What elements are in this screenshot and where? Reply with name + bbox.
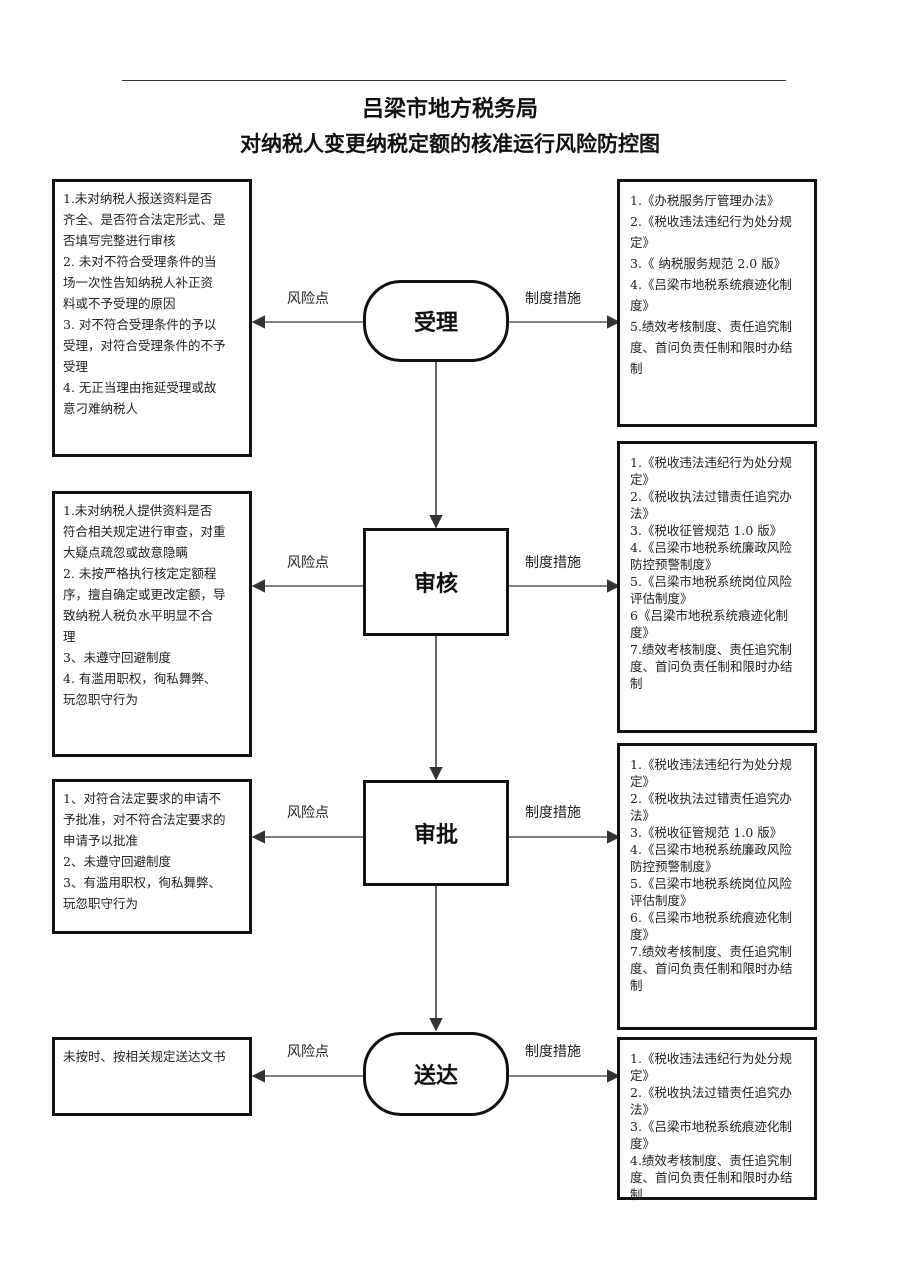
measures-box-review: 1.《税收违法违纪行为处分规 定》 2.《税收执法过错责任追究办 法》 3.《税…	[617, 441, 817, 733]
risk-label: 风险点	[287, 291, 329, 307]
measure-item: 度》	[630, 298, 656, 313]
measure-item: 法》	[630, 506, 656, 521]
page-subtitle: 对纳税人变更纳税定额的核准运行风险防控图	[240, 131, 660, 156]
risk-item: 符合相关规定进行审查，对重	[63, 524, 226, 539]
risk-box-deliver: 未按时、按相关规定送达文书	[52, 1037, 252, 1116]
measure-item: 评估制度》	[630, 893, 693, 908]
measures-box-deliver: 1.《税收违法违纪行为处分规定》 2.《税收执法过错责任追究办法》 3.《吕梁市…	[617, 1037, 817, 1202]
measure-item: 2.《税收执法过错责任追究办	[630, 489, 792, 504]
measure-item: 度》	[630, 625, 656, 640]
risk-box-review: 1.未对纳税人提供资料是否 符合相关规定进行审查，对重 大疑点疏忽或故意隐瞒 2…	[52, 491, 252, 757]
risk-item: 3、有滥用职权，徇私舞弊、	[63, 875, 221, 890]
measure-item: 定》	[630, 235, 656, 250]
step-node-review: 审核	[363, 528, 509, 636]
measure-item: 防控预警制度》	[630, 859, 718, 874]
measure-item: 2.《税收执法过错责任追究办法》	[630, 1085, 792, 1117]
measure-item: 4.《吕梁市地税系统痕迹化制	[630, 277, 792, 292]
measure-item: 制	[630, 676, 643, 691]
measure-item: 定》	[630, 472, 656, 487]
measure-item: 5.《吕梁市地税系统岗位风险	[630, 876, 792, 891]
risk-item: 否填写完整进行审核	[63, 233, 176, 248]
risk-item: 2. 未对不符合受理条件的当	[63, 254, 217, 269]
risk-item: 理	[63, 629, 76, 644]
measure-item: 定》	[630, 774, 656, 789]
measure-item: 2.《税收违法违纪行为处分规	[630, 214, 792, 229]
measure-item: 3.《吕梁市地税系统痕迹化制度》	[630, 1119, 792, 1151]
risk-item: 予批准，对不符合法定要求的	[63, 812, 226, 827]
measure-item: 法》	[630, 808, 656, 823]
top-rule	[122, 80, 786, 81]
measure-item: 防控预警制度》	[630, 557, 718, 572]
risk-item: 场一次性告知纳税人补正资	[63, 275, 214, 290]
risk-box-accept: 1.未对纳税人报送资料是否 齐全、是否符合法定形式、是 否填写完整进行审核 2.…	[52, 179, 252, 457]
risk-label: 风险点	[287, 555, 329, 571]
risk-item: 意刁难纳税人	[63, 401, 139, 416]
risk-item: 2、未遵守回避制度	[63, 854, 171, 869]
measure-item: 6.《吕梁市地税系统痕迹化制	[630, 910, 792, 925]
risk-item: 致纳税人税负水平明显不合	[63, 608, 214, 623]
measure-item: 5.《吕梁市地税系统岗位风险	[630, 574, 792, 589]
risk-item: 料或不予受理的原因	[63, 296, 176, 311]
risk-item: 受理，对符合受理条件的不予	[63, 338, 226, 353]
measure-item: 4.绩效考核制度、责任追究制度、首问负责任制和限时办结制	[630, 1153, 793, 1202]
measures-box-accept: 1.《办税服务厅管理办法》 2.《税收违法违纪行为处分规 定》 3.《 纳税服务…	[617, 179, 817, 427]
risk-item: 玩忽职守行为	[63, 692, 139, 707]
risk-item: 齐全、是否符合法定形式、是	[63, 212, 226, 227]
measure-item: 1.《税收违法违纪行为处分规	[630, 455, 792, 470]
step-node-deliver: 送达	[363, 1032, 509, 1116]
measures-label: 制度措施	[525, 1044, 581, 1060]
measure-item: 2.《税收执法过错责任追究办	[630, 791, 792, 806]
step-node-accept: 受理	[363, 280, 509, 362]
risk-item: 玩忽职守行为	[63, 896, 139, 911]
risk-item: 2. 未按严格执行核定定额程	[63, 566, 217, 581]
page-title: 吕梁市地方税务局	[361, 96, 538, 122]
measure-item: 度、首问负责任制和限时办结	[630, 659, 793, 674]
step-node-approve: 审批	[363, 780, 509, 886]
risk-item: 申请予以批准	[63, 833, 139, 848]
measure-item: 6《吕梁市地税系统痕迹化制	[630, 608, 788, 623]
measure-item: 评估制度》	[630, 591, 693, 606]
measure-item: 度》	[630, 927, 656, 942]
measure-item: 度、首问负责任制和限时办结	[630, 340, 793, 355]
measure-item: 7.绩效考核制度、责任追究制	[630, 944, 792, 959]
risk-item: 3. 对不符合受理条件的予以	[63, 317, 217, 332]
risk-item: 3、未遵守回避制度	[63, 650, 171, 665]
measure-item: 3.《税收征管规范 1.0 版》	[630, 523, 783, 538]
measure-item: 5.绩效考核制度、责任追究制	[630, 319, 792, 334]
risk-item: 大疑点疏忽或故意隐瞒	[63, 545, 189, 560]
measure-item: 制	[630, 978, 643, 993]
measure-item: 3.《 纳税服务规范 2.0 版》	[630, 256, 787, 271]
measure-item: 4.《吕梁市地税系统廉政风险	[630, 842, 792, 857]
risk-item: 1.未对纳税人提供资料是否	[63, 503, 213, 518]
risk-item: 序，擅自确定或更改定额，导	[63, 587, 226, 602]
measure-item: 1.《税收违法违纪行为处分规	[630, 757, 792, 772]
risk-label: 风险点	[287, 805, 329, 821]
risk-item: 4. 有滥用职权，徇私舞弊、	[63, 671, 217, 686]
risk-item: 1、对符合法定要求的申请不	[63, 791, 221, 806]
risk-item: 受理	[63, 359, 89, 374]
measure-item: 1.《税收违法违纪行为处分规定》	[630, 1051, 792, 1083]
measure-item: 7.绩效考核制度、责任追究制	[630, 642, 792, 657]
measure-item: 1.《办税服务厅管理办法》	[630, 193, 780, 208]
risk-item: 1.未对纳税人报送资料是否	[63, 191, 213, 206]
risk-item: 未按时、按相关规定送达文书	[63, 1049, 226, 1064]
risk-item: 4. 无正当理由拖延受理或故	[63, 380, 217, 395]
measures-box-approve: 1.《税收违法违纪行为处分规 定》 2.《税收执法过错责任追究办 法》 3.《税…	[617, 743, 817, 1030]
measures-label: 制度措施	[525, 805, 581, 821]
risk-box-approve: 1、对符合法定要求的申请不 予批准，对不符合法定要求的 申请予以批准 2、未遵守…	[52, 779, 252, 934]
risk-label: 风险点	[287, 1044, 329, 1060]
measure-item: 制	[630, 361, 643, 376]
measure-item: 4.《吕梁市地税系统廉政风险	[630, 540, 792, 555]
measures-label: 制度措施	[525, 291, 581, 307]
measure-item: 3.《税收征管规范 1.0 版》	[630, 825, 783, 840]
measures-label: 制度措施	[525, 555, 581, 571]
measure-item: 度、首问负责任制和限时办结	[630, 961, 793, 976]
